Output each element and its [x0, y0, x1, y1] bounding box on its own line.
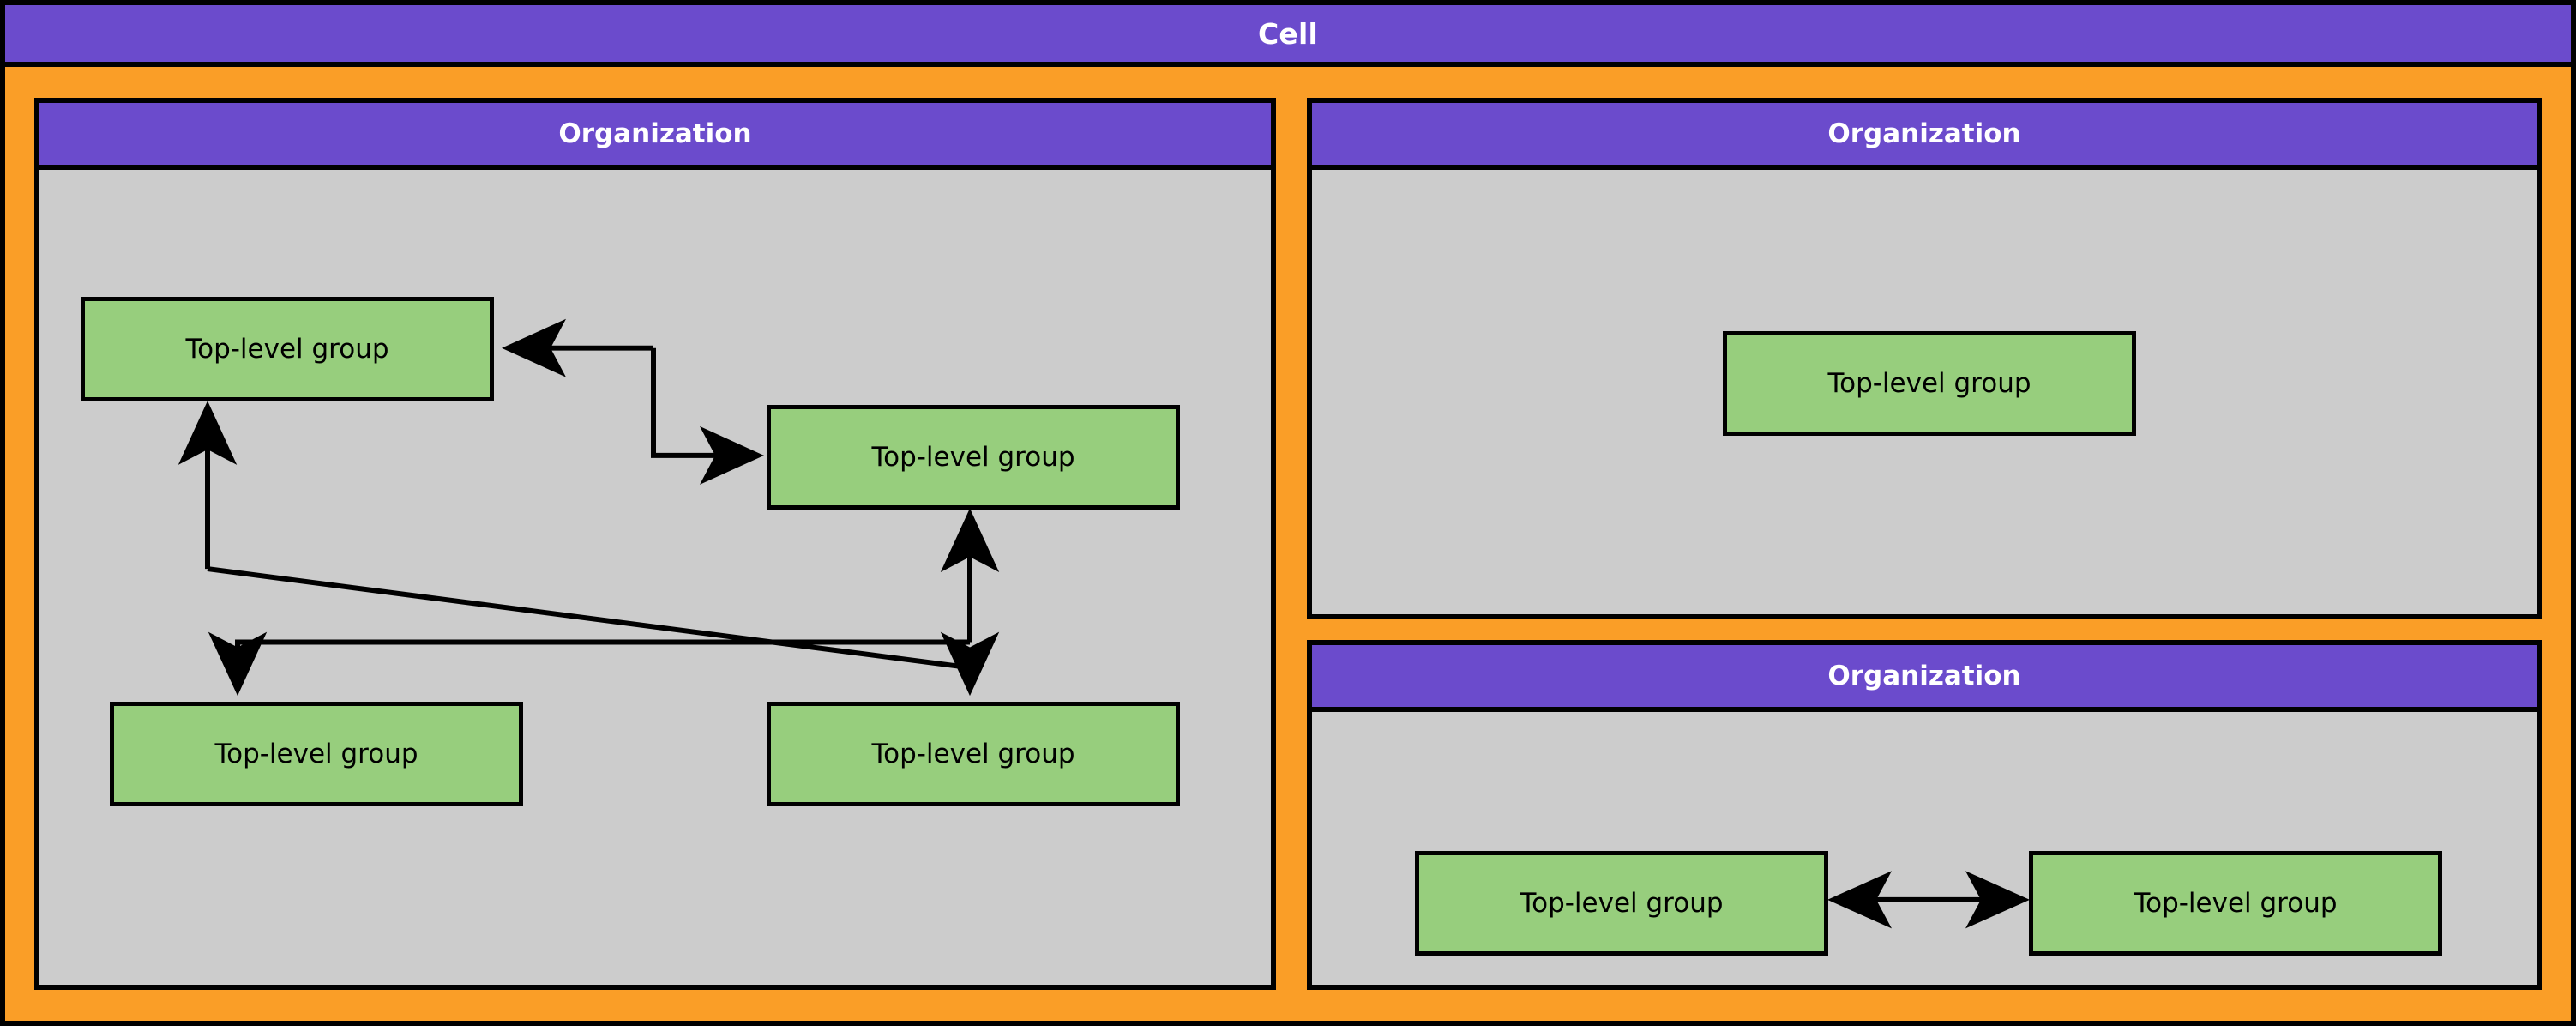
organization-left-edges — [178, 318, 1000, 697]
organization-bottom-right-header: Organization — [1312, 645, 2537, 712]
edge-diagonal-to-group-4 — [207, 566, 1000, 697]
edge-to-group-2 — [651, 347, 764, 485]
organization-top-right-header: Organization — [1312, 103, 2537, 170]
organization-bottom-right-title: Organization — [1827, 661, 2021, 691]
top-level-group-box[interactable]: Top-level group — [81, 297, 494, 401]
organization-top-right-body: Top-level group — [1312, 170, 2537, 614]
top-level-group-box[interactable]: Top-level group — [110, 702, 523, 806]
organization-left-header: Organization — [39, 103, 1271, 170]
top-level-group-label: Top-level group — [185, 334, 389, 365]
top-level-group-label: Top-level group — [2134, 888, 2338, 919]
cell-header: Cell — [5, 5, 2571, 62]
top-level-group-box[interactable]: Top-level group — [2029, 851, 2442, 956]
organization-top-right: Organization Top-level group — [1307, 98, 2542, 619]
cell-body: Organization — [5, 67, 2571, 1021]
cell-title: Cell — [1257, 16, 1319, 51]
organization-left-title: Organization — [558, 118, 752, 149]
top-level-group-box[interactable]: Top-level group — [767, 702, 1180, 806]
top-level-group-box[interactable]: Top-level group — [1415, 851, 1828, 956]
top-level-group-label: Top-level group — [214, 739, 418, 770]
organization-left-body: Top-level group Top-level group Top-leve… — [39, 170, 1271, 985]
organization-top-right-title: Organization — [1827, 118, 2021, 149]
top-level-group-label: Top-level group — [1520, 888, 1724, 919]
organization-bottom-right-body: Top-level group Top-level group — [1312, 712, 2537, 985]
top-level-group-box[interactable]: Top-level group — [767, 405, 1180, 510]
edge-rail-to-group-3 — [208, 631, 970, 697]
top-level-group-box[interactable]: Top-level group — [1723, 331, 2136, 436]
organization-left: Organization — [34, 98, 1276, 990]
top-level-group-label: Top-level group — [871, 442, 1075, 473]
organization-bottom-right: Organization Top-level group — [1307, 640, 2542, 990]
top-level-group-label: Top-level group — [1827, 368, 2031, 399]
top-level-group-label: Top-level group — [871, 739, 1075, 770]
